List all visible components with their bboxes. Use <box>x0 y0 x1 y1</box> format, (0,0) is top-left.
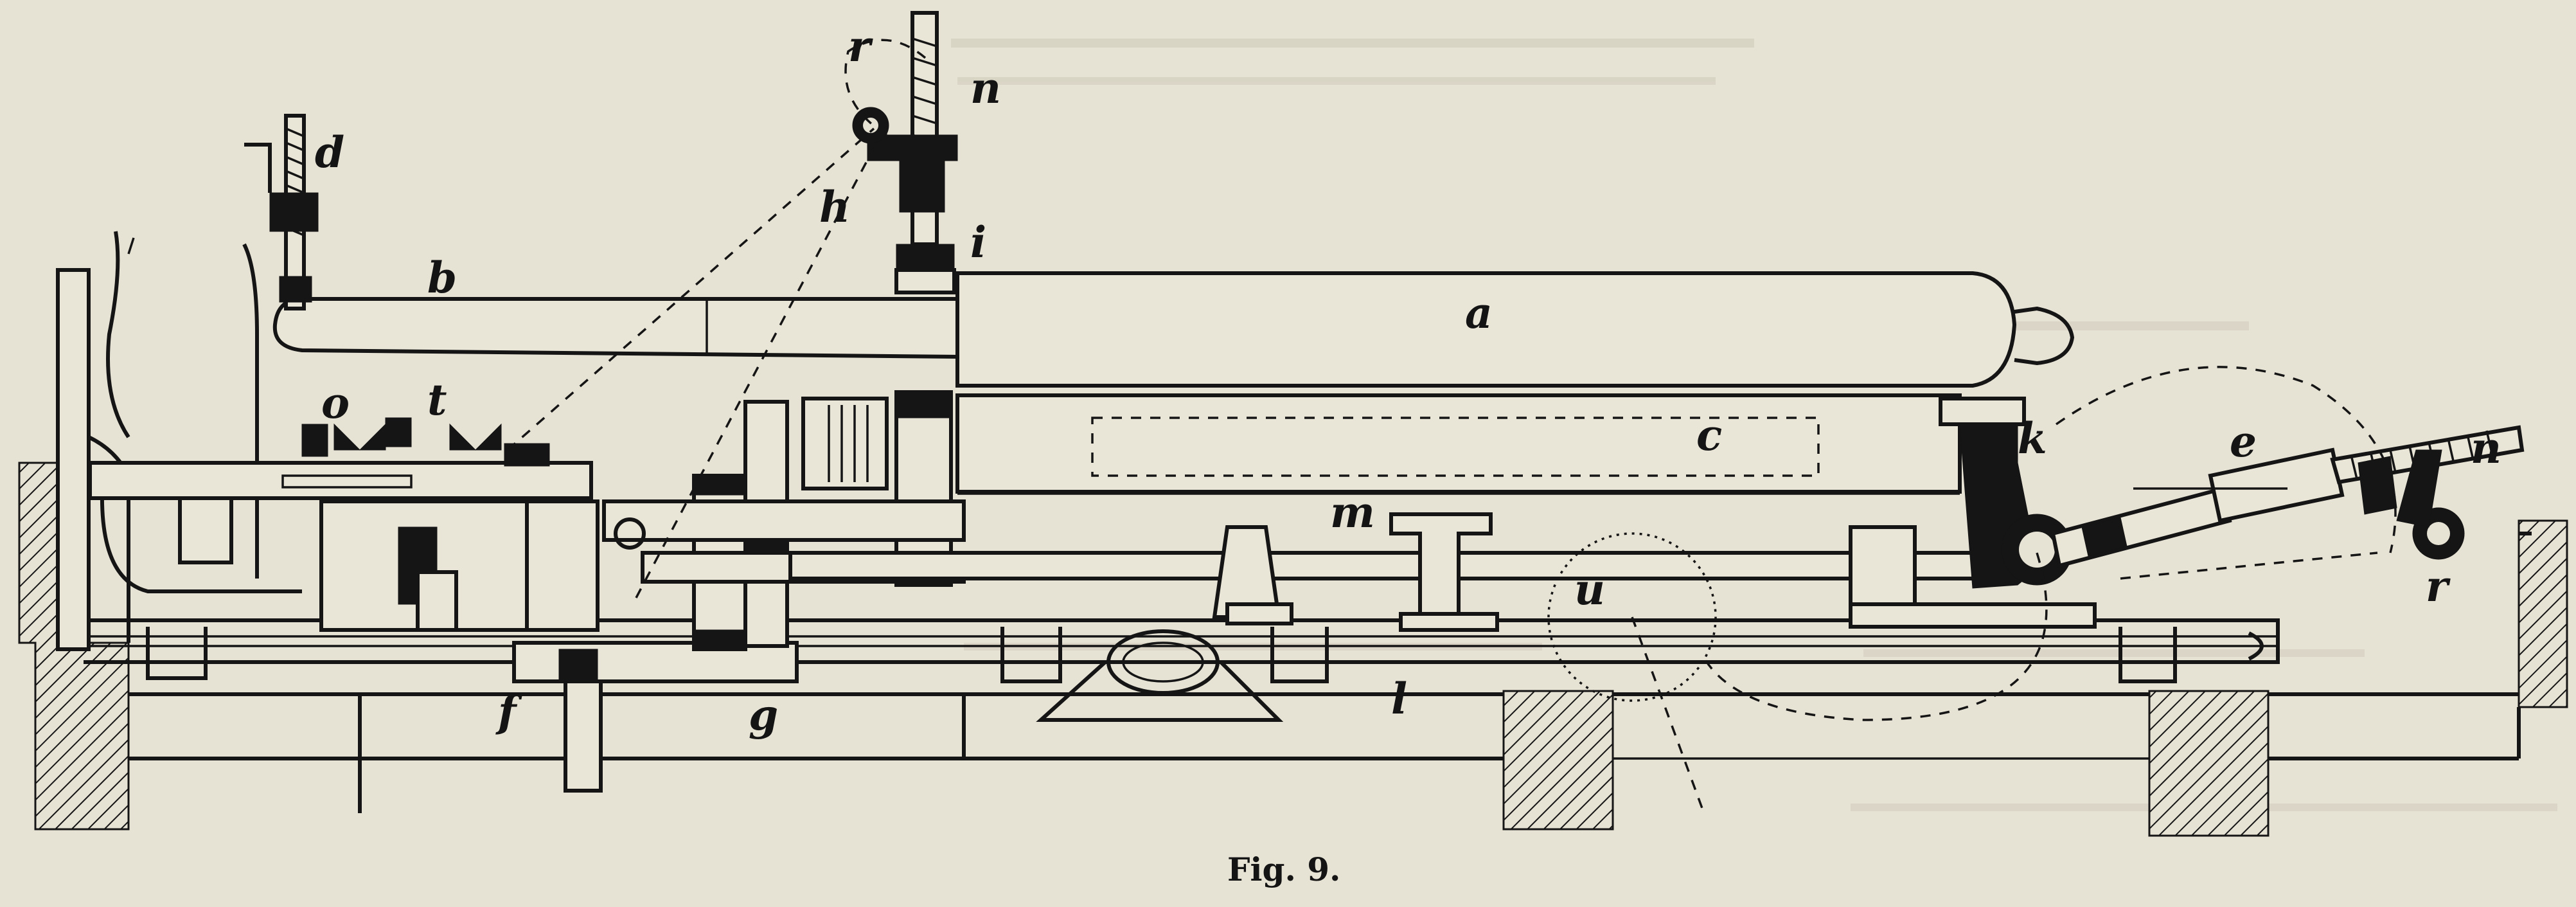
label-r-right: r <box>2426 561 2451 611</box>
label-d: d <box>315 127 344 177</box>
label-n-right: n <box>2471 423 2501 473</box>
roller-a <box>955 271 2075 388</box>
label-a: a <box>1465 288 1493 338</box>
reference-labels: a b c d e f g h i k l m n n o r r t u <box>315 21 2501 740</box>
label-c: c <box>1696 410 1722 460</box>
roller-c <box>955 393 1962 495</box>
gear-train-left <box>88 417 600 632</box>
label-t: t <box>427 375 447 425</box>
label-g: g <box>749 690 778 740</box>
label-u: u <box>1574 564 1605 615</box>
label-l: l <box>1391 674 1407 724</box>
label-k: k <box>2018 413 2047 463</box>
spindle-n-top <box>852 11 958 294</box>
spindle-d <box>244 114 319 310</box>
label-r-top: r <box>848 21 873 71</box>
motion-paths <box>506 39 2397 811</box>
bearing-k <box>1849 397 2097 629</box>
label-m: m <box>1330 487 1375 537</box>
shaft-m <box>788 512 2032 632</box>
left-guard <box>56 231 302 651</box>
label-h: h <box>819 182 850 232</box>
base-frame <box>84 618 2280 722</box>
label-b: b <box>427 253 457 303</box>
figure-caption: Fig. 9. <box>1227 850 1340 888</box>
lever-e <box>2050 425 2525 568</box>
label-i: i <box>970 217 986 267</box>
label-o: o <box>321 378 350 428</box>
label-n-top: n <box>970 63 1001 113</box>
bleed-through-text <box>951 39 2557 811</box>
shaft-b <box>272 297 959 359</box>
label-e: e <box>2230 417 2257 467</box>
